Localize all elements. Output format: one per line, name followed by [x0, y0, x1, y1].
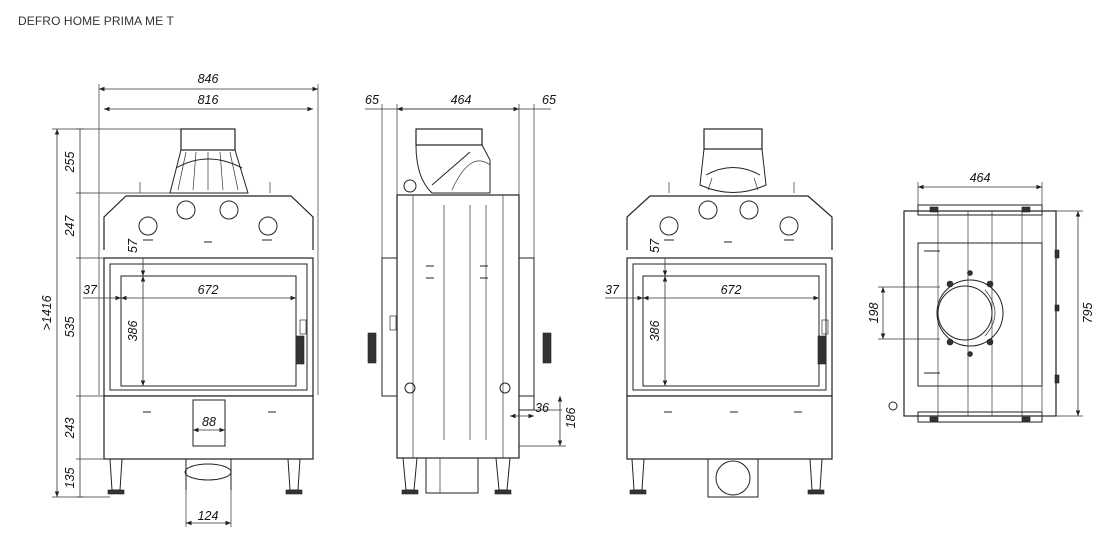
- front-lower-body: [103, 395, 314, 460]
- dim-front-243: 243: [63, 418, 77, 440]
- front-port-3: [219, 200, 239, 220]
- rear-glass: [642, 275, 820, 387]
- front-door: [103, 257, 314, 397]
- top-flue-ring-inner: [937, 285, 993, 341]
- dim-front-535: 535: [63, 317, 77, 338]
- front-port-1: [138, 216, 158, 236]
- dim-front-135: 135: [63, 468, 77, 489]
- dim-top-464: 464: [970, 171, 991, 185]
- dim-front-386: 386: [126, 321, 140, 342]
- dim-top-795: 795: [1081, 303, 1095, 324]
- rear-flue-collar: [703, 128, 763, 150]
- dim-side-186: 186: [564, 408, 578, 429]
- side-body: [396, 194, 520, 459]
- dim-front-247: 247: [63, 215, 77, 238]
- dim-rear-386: 386: [648, 321, 662, 342]
- rear-door: [626, 257, 833, 397]
- front-port-4: [258, 216, 278, 236]
- front-air-inlet: [192, 399, 226, 447]
- dim-rear-672: 672: [721, 283, 742, 297]
- side-flue-collar: [415, 128, 483, 146]
- dim-top-198: 198: [867, 303, 881, 324]
- rear-hood: [626, 195, 833, 250]
- front-view: 846 816 >1416 255 247 535 243 135 57 37 …: [40, 72, 319, 527]
- side-leg-left: [402, 457, 418, 491]
- front-port-2: [176, 200, 196, 220]
- dim-front-255: 255: [63, 152, 77, 174]
- dim-side-65-right: 65: [542, 93, 556, 107]
- dim-front-total-height: >1416: [40, 295, 54, 330]
- front-handle: [295, 335, 305, 365]
- dim-rear-37: 37: [605, 283, 620, 297]
- top-flue-ring-outer: [936, 279, 1004, 347]
- top-body: [903, 210, 1057, 417]
- dim-front-672: 672: [198, 283, 219, 297]
- dim-front-57: 57: [126, 238, 140, 253]
- front-hood: [103, 195, 314, 250]
- side-view: 65 464 65 36 186: [365, 93, 578, 495]
- front-flue-cone: [169, 149, 249, 194]
- dim-front-124: 124: [198, 509, 219, 523]
- side-leg-right: [495, 457, 511, 491]
- dim-side-464: 464: [451, 93, 472, 107]
- dim-front-88: 88: [202, 415, 216, 429]
- dim-side-36: 36: [535, 401, 549, 415]
- dim-side-65-left: 65: [365, 93, 379, 107]
- top-view: 464 198 795: [867, 171, 1095, 423]
- front-glass: [120, 275, 297, 387]
- page-title: DEFRO HOME PRIMA ME T: [18, 14, 174, 28]
- dim-front-37: 37: [83, 283, 98, 297]
- rear-view: 57 37 672 386: [605, 128, 833, 498]
- front-leg-right: [287, 458, 301, 491]
- dim-front-846: 846: [198, 72, 219, 86]
- front-flue-collar: [180, 128, 236, 151]
- rear-lower-body: [626, 395, 833, 460]
- dim-rear-57: 57: [648, 238, 662, 253]
- front-leg-left: [109, 458, 123, 491]
- dim-front-816: 816: [198, 93, 219, 107]
